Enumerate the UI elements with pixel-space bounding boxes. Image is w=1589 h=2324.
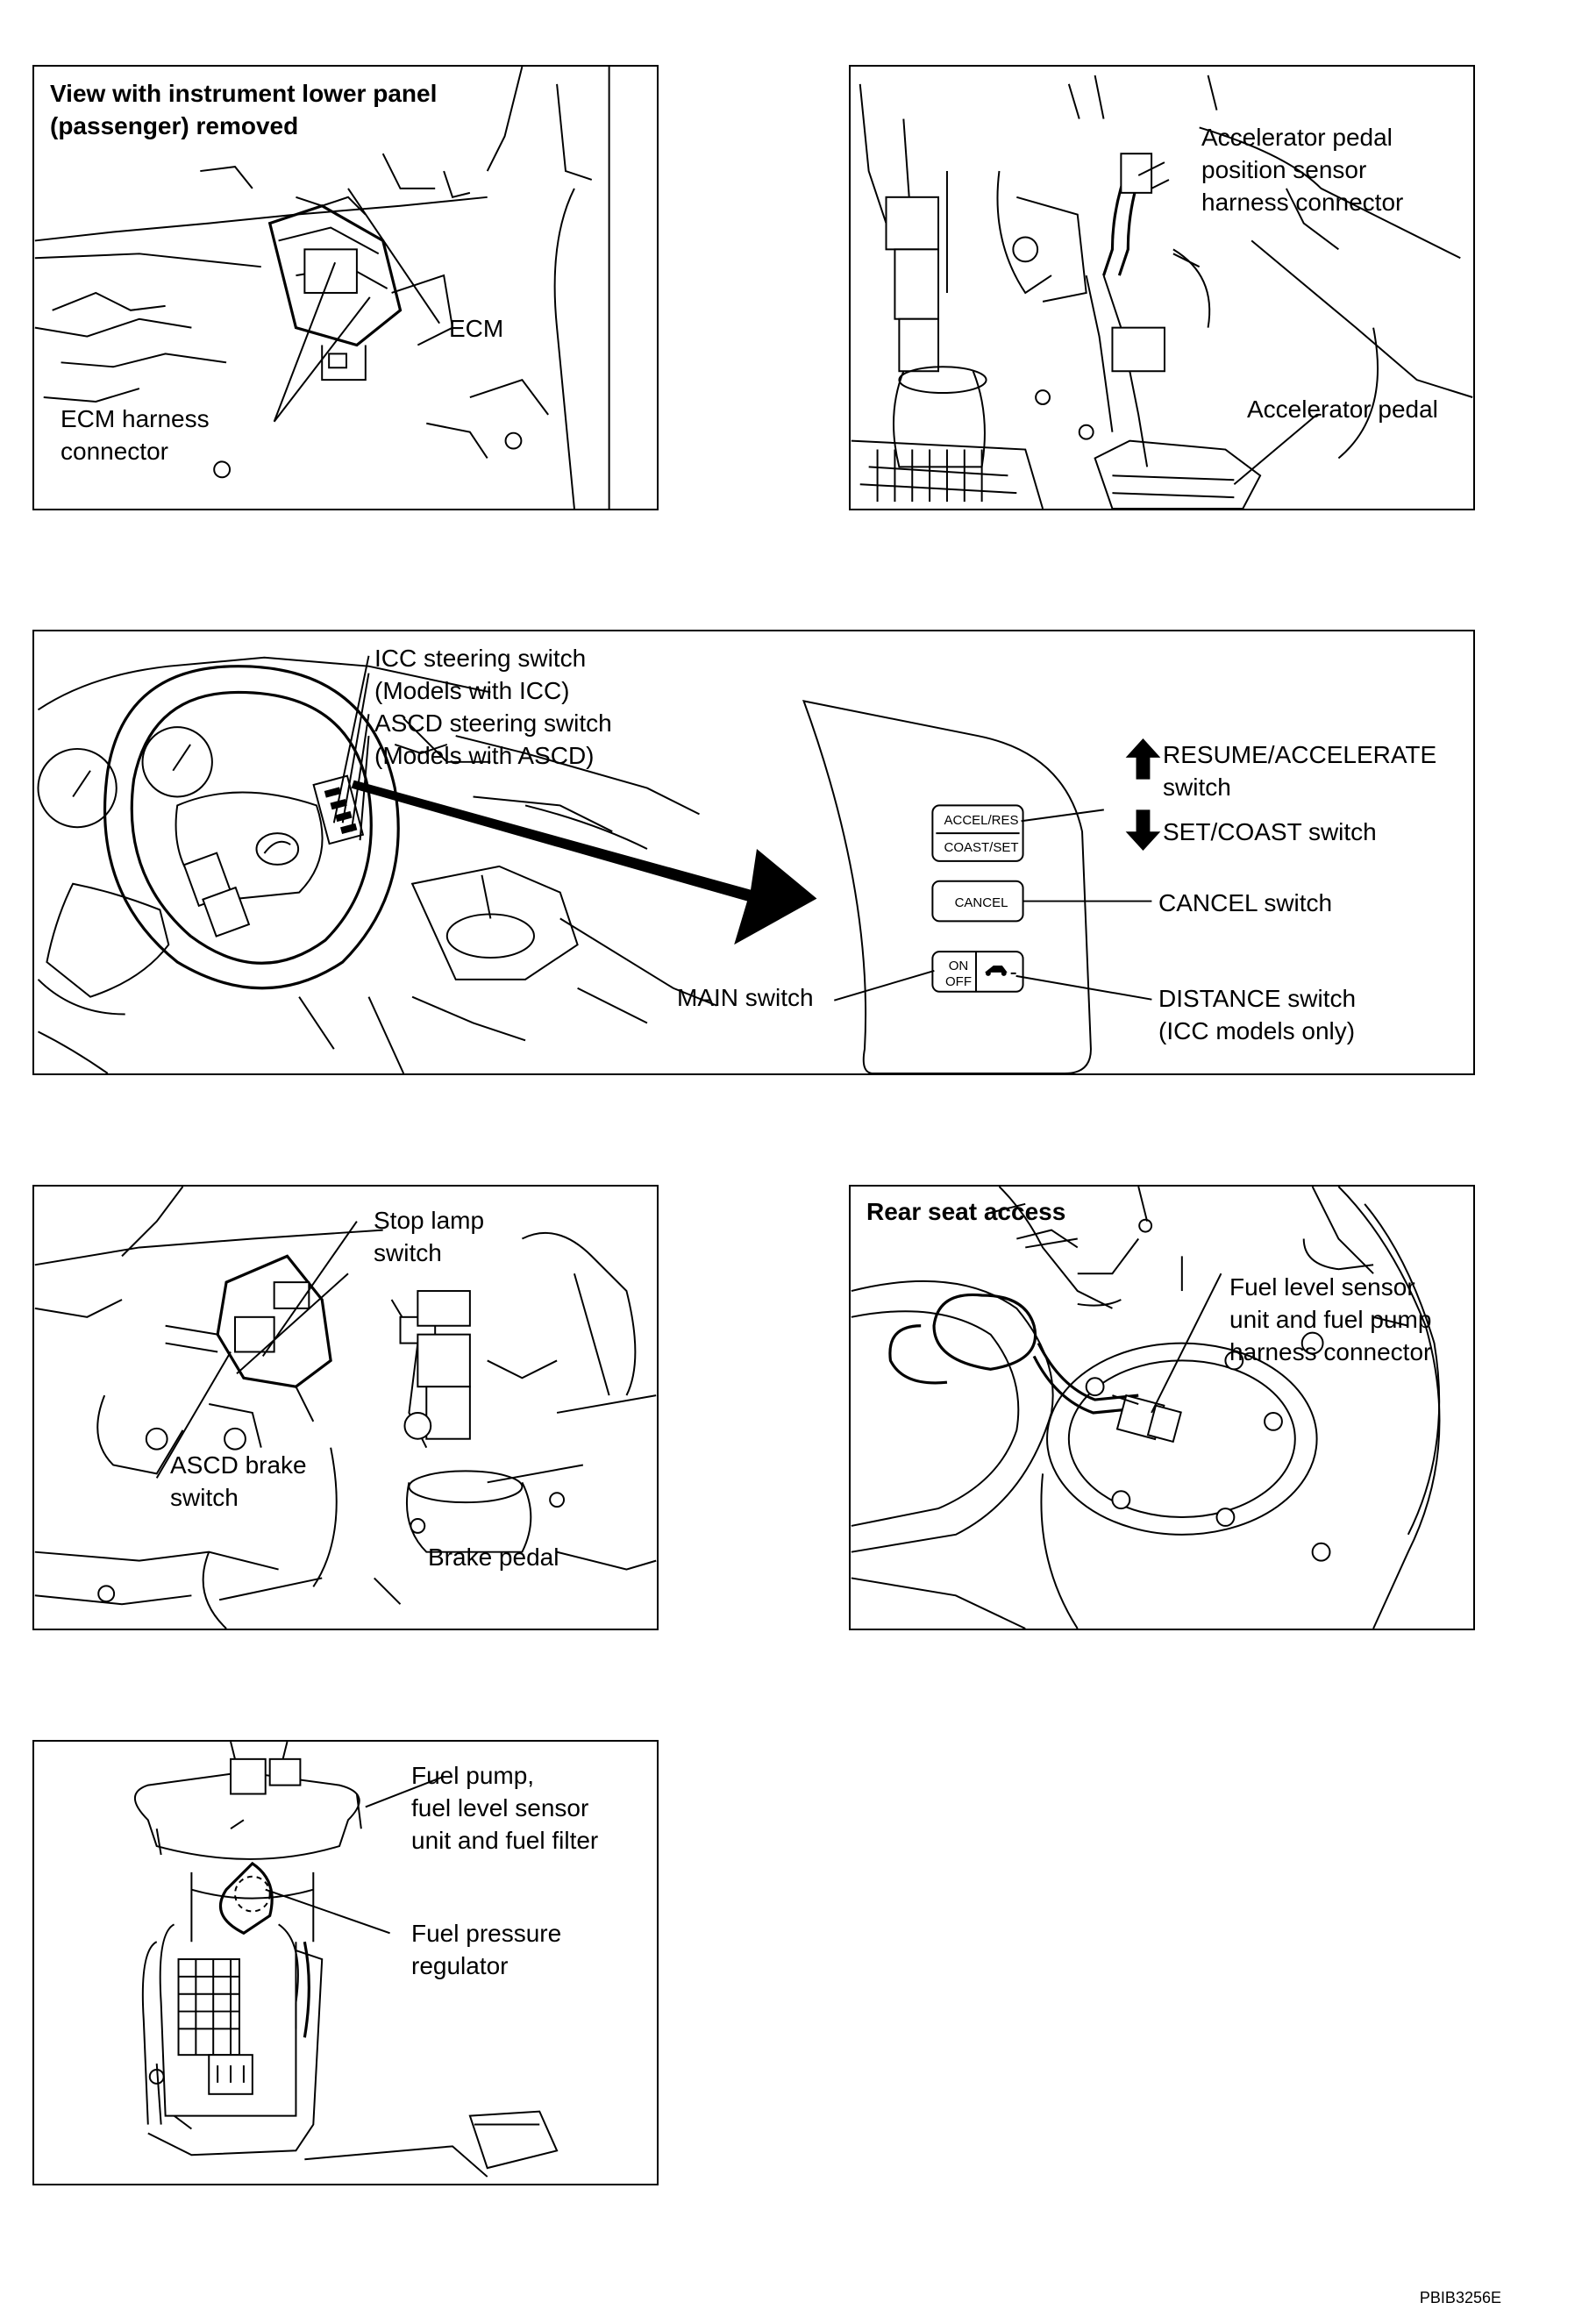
ecm-panel-title: View with instrument lower panel (passen…	[50, 80, 438, 139]
figure-code: PBIB3256E	[1419, 2289, 1501, 2306]
ecm-panel: View with instrument lower panel (passen…	[32, 65, 659, 510]
set-coast-switch-label: SET/COAST switch	[1163, 818, 1377, 845]
steering-switch-illustration	[37, 655, 1161, 1073]
accelerator-panel: Accelerator pedal position sensor harnes…	[849, 65, 1475, 510]
ecm-harness-connector-label: ECM harness connector	[61, 405, 210, 465]
icc-steering-switch-label: ICC steering switch (Models with ICC) AS…	[374, 645, 612, 769]
cancel-button-label: CANCEL	[954, 895, 1008, 910]
accel-res-button-label: ACCEL/RES	[944, 813, 1019, 828]
brake-illustration	[34, 1187, 657, 1629]
resume-accelerate-switch-label: RESUME/ACCELERATE switch	[1163, 741, 1437, 801]
fuel-pressure-regulator-label: Fuel pressure regulator	[411, 1920, 562, 1979]
ascd-brake-switch-label: ASCD brake switch	[170, 1451, 307, 1511]
distance-switch-label: DISTANCE switch (ICC models only)	[1158, 985, 1357, 1044]
brake-pedal-label: Brake pedal	[428, 1543, 559, 1571]
accelerator-illustration	[851, 75, 1473, 509]
on-button-label: ON	[948, 959, 969, 973]
off-button-label: OFF	[945, 974, 972, 989]
brake-panel: Stop lamp switch ASCD brake switch Brake…	[32, 1185, 659, 1630]
rear-seat-panel: Rear seat access Fuel level sensor unit …	[849, 1185, 1475, 1630]
cancel-switch-label: CANCEL switch	[1158, 889, 1333, 916]
fuel-pump-assembly-label: Fuel pump, fuel level sensor unit and fu…	[411, 1762, 599, 1854]
fuel-pump-illustration	[133, 1742, 559, 2178]
accelerator-sensor-connector-label: Accelerator pedal position sensor harnes…	[1201, 124, 1404, 216]
rear-seat-panel-title: Rear seat access	[866, 1198, 1066, 1225]
rear-seat-illustration	[851, 1187, 1441, 1629]
ecm-illustration	[34, 67, 610, 509]
fuel-pump-panel: Fuel pump, fuel level sensor unit and fu…	[32, 1740, 659, 2185]
stop-lamp-switch-label: Stop lamp switch	[374, 1207, 485, 1266]
coast-set-button-label: COAST/SET	[944, 840, 1019, 855]
main-switch-label: MAIN switch	[677, 984, 814, 1011]
steering-switch-panel: ICC steering switch (Models with ICC) AS…	[32, 630, 1475, 1075]
ecm-label: ECM	[449, 315, 504, 342]
fuel-level-sensor-connector-label: Fuel level sensor unit and fuel pump har…	[1229, 1273, 1432, 1365]
accelerator-pedal-label: Accelerator pedal	[1247, 396, 1438, 423]
